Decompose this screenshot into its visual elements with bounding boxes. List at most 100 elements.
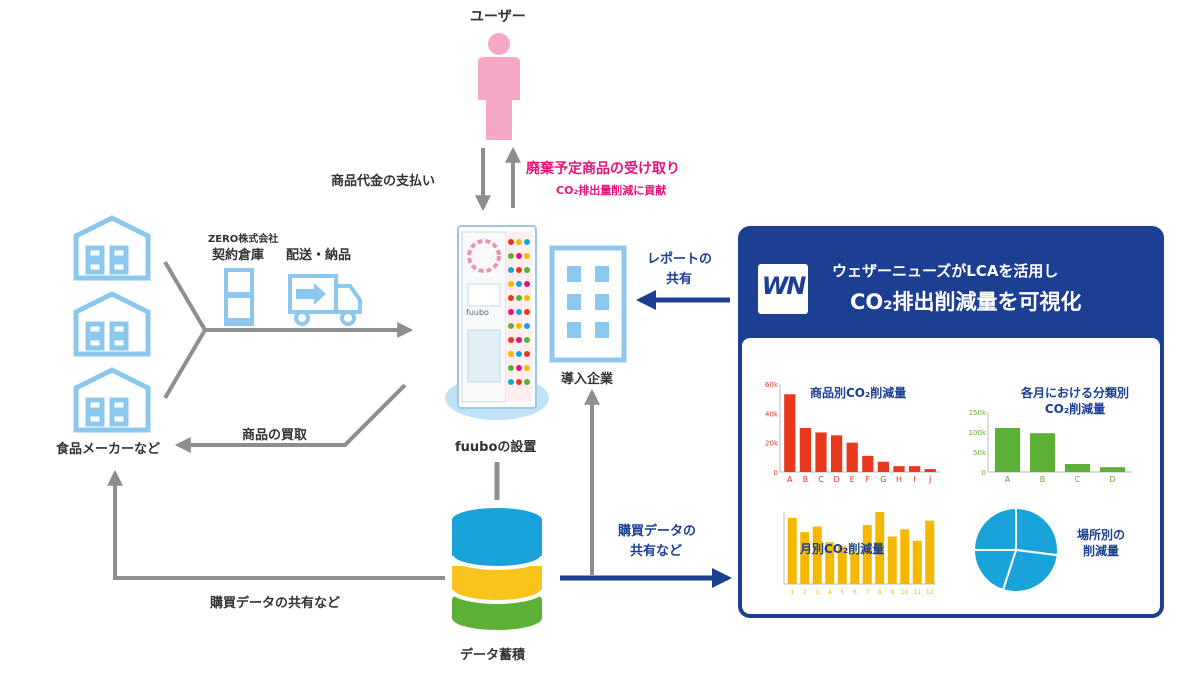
truck-icon — [288, 274, 362, 326]
chart2-title-line2: CO₂削減量 — [1044, 402, 1106, 416]
receive-sub-label: CO₂排出量削減に貢献 — [556, 184, 667, 197]
chart2-bar-B — [1029, 433, 1056, 472]
chart1-title: 商品別CO₂削減量 — [810, 386, 907, 400]
chart3-bar-1 — [787, 517, 797, 584]
chart2-xtick: D — [1109, 475, 1115, 484]
chart4-slice-3 — [972, 549, 1018, 592]
chart1-ytick: 40k — [765, 410, 779, 418]
chart3-xtick: 3 — [815, 589, 819, 596]
chart1-xtick: H — [896, 475, 902, 484]
chart2-bar-C — [1064, 464, 1091, 472]
chart2-xtick: A — [1005, 475, 1011, 484]
chart4-slice-4 — [972, 506, 1017, 551]
chart3-xtick: 9 — [890, 589, 894, 596]
chart4-slice-1 — [1015, 506, 1059, 557]
machine-ring-logo — [467, 239, 501, 273]
chart1-xtick: B — [803, 475, 809, 484]
chart1-bar-F — [862, 455, 874, 472]
chart2-bar-A — [994, 428, 1021, 472]
chart3-xtick: 10 — [901, 589, 909, 596]
chart1-xtick: G — [880, 475, 886, 484]
panel-title-line2: CO₂排出削減量を可視化 — [850, 290, 1082, 314]
chart3-bar-7 — [862, 524, 872, 584]
chart2-ytick: 50k — [973, 449, 987, 457]
factory-icon — [73, 215, 151, 433]
wn-logo: WN — [761, 272, 807, 300]
supply-arrow — [163, 260, 414, 400]
chart1-bar-A — [784, 394, 796, 472]
chart3-bar-9 — [887, 536, 897, 584]
panel-title-line1: ウェザーニューズがLCAを活用し — [832, 262, 1059, 280]
chart1-xtick: C — [818, 475, 824, 484]
chart3-bar-8 — [875, 512, 885, 584]
chart3-xtick: 5 — [840, 589, 844, 596]
chart1-bar-J — [924, 469, 936, 472]
chart3-bar-6 — [850, 552, 860, 584]
chart1-xtick: F — [865, 475, 870, 484]
chart1-xtick: J — [928, 475, 931, 484]
chart1-bar-H — [893, 466, 905, 472]
chart-monthly-category-co2: A B C D 150k 100k 50k 0 — [969, 409, 1132, 484]
chart1-ytick: 20k — [765, 440, 779, 448]
warehouse-label: 契約倉庫 — [212, 248, 265, 263]
chart1-bar-I — [908, 466, 921, 472]
chart4-title-line2: 削減量 — [1082, 544, 1119, 558]
warehouse-shelf-icon — [224, 268, 254, 326]
chart1-bar-D — [830, 435, 843, 472]
chart3-xtick: 6 — [853, 589, 857, 596]
database-icon — [450, 508, 544, 630]
chart3-title: 月別CO₂削減量 — [800, 542, 885, 556]
chart3-bar-3 — [812, 526, 822, 584]
chart3-bar-5 — [837, 546, 847, 584]
purchase-data-share-label-1: 購買データの — [618, 524, 697, 539]
chart3-xtick: 11 — [913, 589, 921, 596]
chart4-slice-2 — [1001, 548, 1059, 593]
chart3-xtick: 1 — [790, 589, 794, 596]
chart1-xtick: A — [787, 475, 793, 484]
chart2-ytick: 100k — [969, 429, 987, 437]
chart1-ytick: 60k — [765, 381, 779, 389]
chart3-bar-10 — [900, 529, 910, 584]
receive-label: 廃棄予定商品の受け取り — [526, 161, 680, 177]
company-label: 導入企業 — [561, 372, 614, 387]
chart1-bar-E — [846, 442, 858, 472]
chart2-ytick: 150k — [969, 409, 987, 417]
chart3-xtick: 8 — [878, 589, 882, 596]
chart2-bar-D — [1099, 467, 1126, 472]
report-share-label-1: レポートの — [647, 252, 713, 267]
report-share-label-2: 共有 — [666, 272, 693, 287]
chart1-xtick: I — [913, 475, 915, 484]
chart2-title-line1: 各月における分類別 — [1020, 386, 1129, 400]
chart3-bar-11 — [912, 540, 922, 584]
fuubo-install-label: fuuboの設置 — [455, 440, 537, 455]
chart1-xtick: D — [834, 475, 840, 484]
purchase-arrow — [174, 383, 407, 453]
data-to-maker-arrow — [107, 469, 445, 580]
user-icon — [478, 33, 520, 140]
chart2-ytick: 0 — [982, 469, 986, 477]
chart1-xtick: E — [850, 475, 855, 484]
chart3-bar-4 — [825, 542, 835, 584]
chart3-xtick: 7 — [865, 589, 869, 596]
chart-location-pie — [972, 506, 1059, 593]
chart3-xtick: 12 — [926, 589, 934, 596]
data-storage-label: データ蓄積 — [460, 648, 526, 663]
chart3-bar-12 — [925, 520, 935, 584]
chart3-xtick: 4 — [828, 589, 832, 596]
user-label: ユーザー — [470, 9, 526, 25]
purchase-data-share-bottom-label: 購買データの共有など — [210, 596, 341, 611]
chart2-xtick: B — [1040, 475, 1046, 484]
chart2-xtick: C — [1075, 475, 1081, 484]
purchase-label: 商品の買取 — [242, 428, 308, 443]
food-maker-label: 食品メーカーなど — [56, 442, 161, 457]
company-building-icon — [549, 245, 627, 363]
purchase-data-share-label-2: 共有など — [630, 544, 683, 559]
chart1-bar-G — [877, 461, 890, 472]
chart3-bar-2 — [800, 532, 810, 584]
payment-label: 商品代金の支払い — [331, 174, 436, 189]
chart3-xtick: 2 — [803, 589, 807, 596]
machine-brand-label: fuubo — [466, 308, 489, 317]
warehouse-company-label: ZERO株式会社 — [208, 234, 279, 245]
